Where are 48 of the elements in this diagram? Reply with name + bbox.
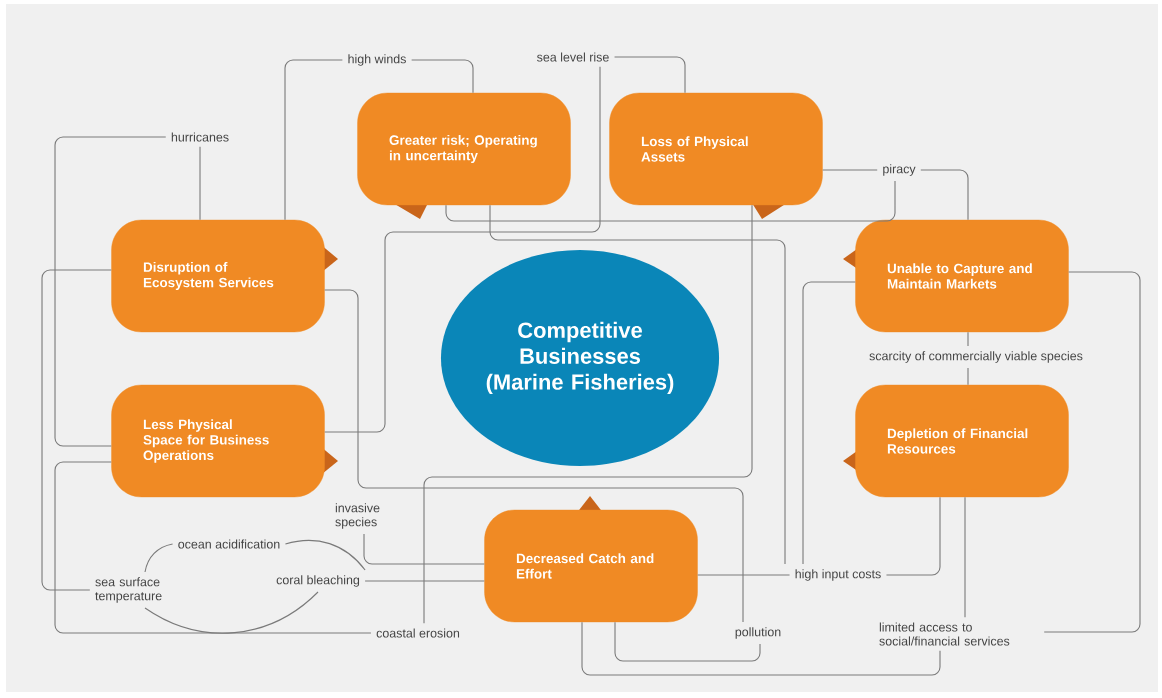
connector-line [144, 591, 319, 634]
connector-line [920, 169, 969, 221]
connector-line [614, 621, 761, 662]
factor-label: ocean acidification [178, 539, 280, 549]
factor-label: high winds [348, 54, 406, 66]
connector-line [697, 574, 791, 576]
connector-line [284, 59, 343, 221]
connector-line [364, 580, 485, 582]
speech-bubble: Less Physical Space for Business Operations [111, 384, 338, 498]
connector-line [967, 331, 969, 347]
connector-line [822, 169, 878, 171]
connector-line [324, 66, 601, 433]
connector-line [489, 204, 786, 565]
connector-line [41, 269, 112, 591]
factor-label: pollution [735, 627, 781, 639]
speech-bubble: Unable to Capture and Maintain Markets [843, 219, 1069, 333]
connector-line [445, 180, 896, 222]
factor-label: coastal erosion [376, 628, 460, 638]
speech-bubble: Greater risk; Operating in uncertainty [357, 92, 571, 219]
connector-line [967, 367, 969, 386]
factor-label: sea surface temperature [95, 577, 162, 603]
factor-label: coral bleaching [276, 575, 360, 587]
connector-line [802, 281, 856, 565]
factor-label: sea level rise [537, 52, 609, 62]
speech-bubble: Loss of Physical Assets [609, 92, 823, 219]
connector-line [363, 533, 485, 565]
connector-line [885, 496, 941, 576]
connector-line [423, 204, 753, 624]
speech-bubble: Decreased Catch and Effort [484, 496, 698, 623]
connector-line [144, 543, 174, 573]
connector-line [581, 621, 941, 676]
connector-line [284, 539, 366, 571]
factor-label: scarcity of commercially viable species [869, 351, 1083, 363]
factor-label: invasive species [335, 503, 380, 529]
connector-line [199, 146, 201, 221]
speech-bubble: Disruption of Ecosystem Services [111, 219, 338, 333]
factor-label: high input costs [795, 569, 881, 581]
connector-line [54, 461, 372, 634]
speech-bubble: Depletion of Financial Resources [843, 384, 1069, 498]
connector-line [324, 289, 744, 623]
factor-label: limited access to social/financial services [879, 622, 1010, 646]
connector-line [411, 59, 474, 94]
connector-line [1043, 271, 1141, 633]
factor-label: piracy [883, 164, 916, 176]
connector-line [54, 136, 167, 447]
connector-line [964, 496, 966, 618]
connector-line [614, 56, 686, 94]
factor-label: hurricanes [171, 132, 229, 142]
